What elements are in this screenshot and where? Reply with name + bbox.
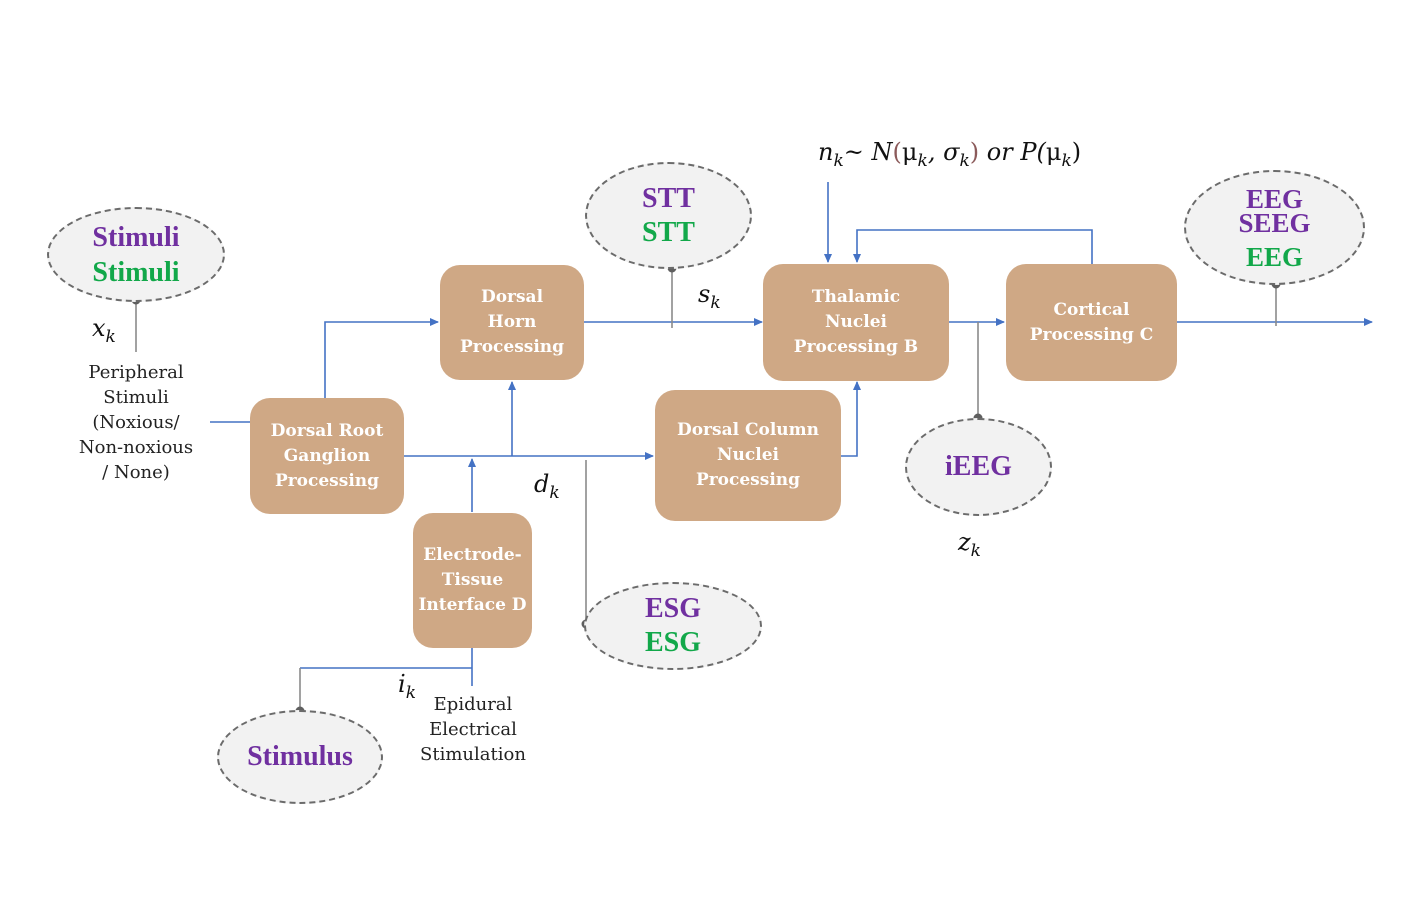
eeg-ellipse: EEG SEEG EEG xyxy=(1184,170,1365,285)
xk-base: x xyxy=(92,314,106,342)
zk-signal-label: zk xyxy=(958,528,981,561)
stt-purple-label: STT xyxy=(642,182,695,214)
peripheral-stimuli-label: Peripheral Stimuli (Noxious/ Non-noxious… xyxy=(78,362,194,483)
ik-base: i xyxy=(398,670,406,698)
eeg-purple-label: EEG xyxy=(1245,183,1304,214)
ik-signal-label: ik xyxy=(398,670,416,703)
sk-signal-label: sk xyxy=(698,280,721,313)
dk-base: d xyxy=(534,470,550,498)
esg-ellipse: ESG ESG xyxy=(584,582,762,670)
xk-signal-label: xk xyxy=(92,314,116,347)
noise-sigma: , σ xyxy=(927,138,960,166)
cortical-feedback-arrow xyxy=(853,229,1093,264)
stimulus-ellipse: Stimulus xyxy=(217,710,383,804)
ik-sub: k xyxy=(405,683,416,703)
noise-mu2: μ xyxy=(1045,138,1062,166)
esg-purple-label: ESG xyxy=(644,593,702,624)
dorsal-horn-block: Dorsal Horn Processing xyxy=(440,265,584,380)
seeg-purple-label: SEEG xyxy=(1238,207,1311,238)
noise-or-poisson: or P( xyxy=(979,138,1046,166)
noise-sigma-sub: k xyxy=(959,151,970,171)
cortical-processing-block: Cortical Processing C xyxy=(1006,264,1177,381)
stt-green-label: STT xyxy=(642,216,695,248)
stimuli-green-label: Stimuli xyxy=(92,256,180,288)
thalamic-nuclei-block: Thalamic Nuclei Processing B xyxy=(763,264,949,381)
dorsal-column-nuclei-block: Dorsal Column Nuclei Processing xyxy=(655,390,841,521)
drg-to-dorsal-horn-arrow xyxy=(324,318,439,398)
stt-ellipse: STT STT xyxy=(585,162,752,269)
dorsal-root-ganglion-block: Dorsal Root Ganglion Processing xyxy=(250,398,404,514)
stimuli-ellipse: Stimuli Stimuli xyxy=(47,207,225,302)
epidural-stimulation-label: Epidural Electrical Stimulation xyxy=(420,694,526,765)
stimulus-purple-label: Stimulus xyxy=(247,741,353,772)
dorsal-column-to-thalamic-arrow xyxy=(841,381,861,457)
sk-base: s xyxy=(698,280,711,308)
noise-n-sub: k xyxy=(833,151,844,171)
zk-sub: k xyxy=(970,541,981,561)
noise-mu-sub: k xyxy=(917,151,928,171)
zk-base: z xyxy=(958,528,971,556)
stimuli-purple-label: Stimuli xyxy=(92,221,180,253)
sk-sub: k xyxy=(710,293,721,313)
noise-open-paren: ( xyxy=(892,138,902,166)
ieeg-purple-label: iEEG xyxy=(945,451,1012,482)
noise-close2: ) xyxy=(1071,138,1082,166)
xk-sub: k xyxy=(105,327,116,347)
eeg-green-label: EEG xyxy=(1245,241,1304,272)
noise-close-paren: ) xyxy=(969,138,980,166)
esg-green-label: ESG xyxy=(644,627,702,658)
noise-n: n xyxy=(818,138,834,166)
noise-mu: μ xyxy=(901,138,918,166)
dk-signal-label: dk xyxy=(534,470,560,503)
ieeg-ellipse: iEEG xyxy=(905,418,1052,516)
electrode-tissue-interface-block: Electrode- Tissue Interface D xyxy=(413,513,532,648)
dk-sub: k xyxy=(549,483,560,503)
noise-mu2-sub: k xyxy=(1061,151,1072,171)
noise-tilde: ~ N xyxy=(843,138,893,166)
noise-model-label: nk~ N(μk, σk) or P(μk) xyxy=(818,138,1081,171)
